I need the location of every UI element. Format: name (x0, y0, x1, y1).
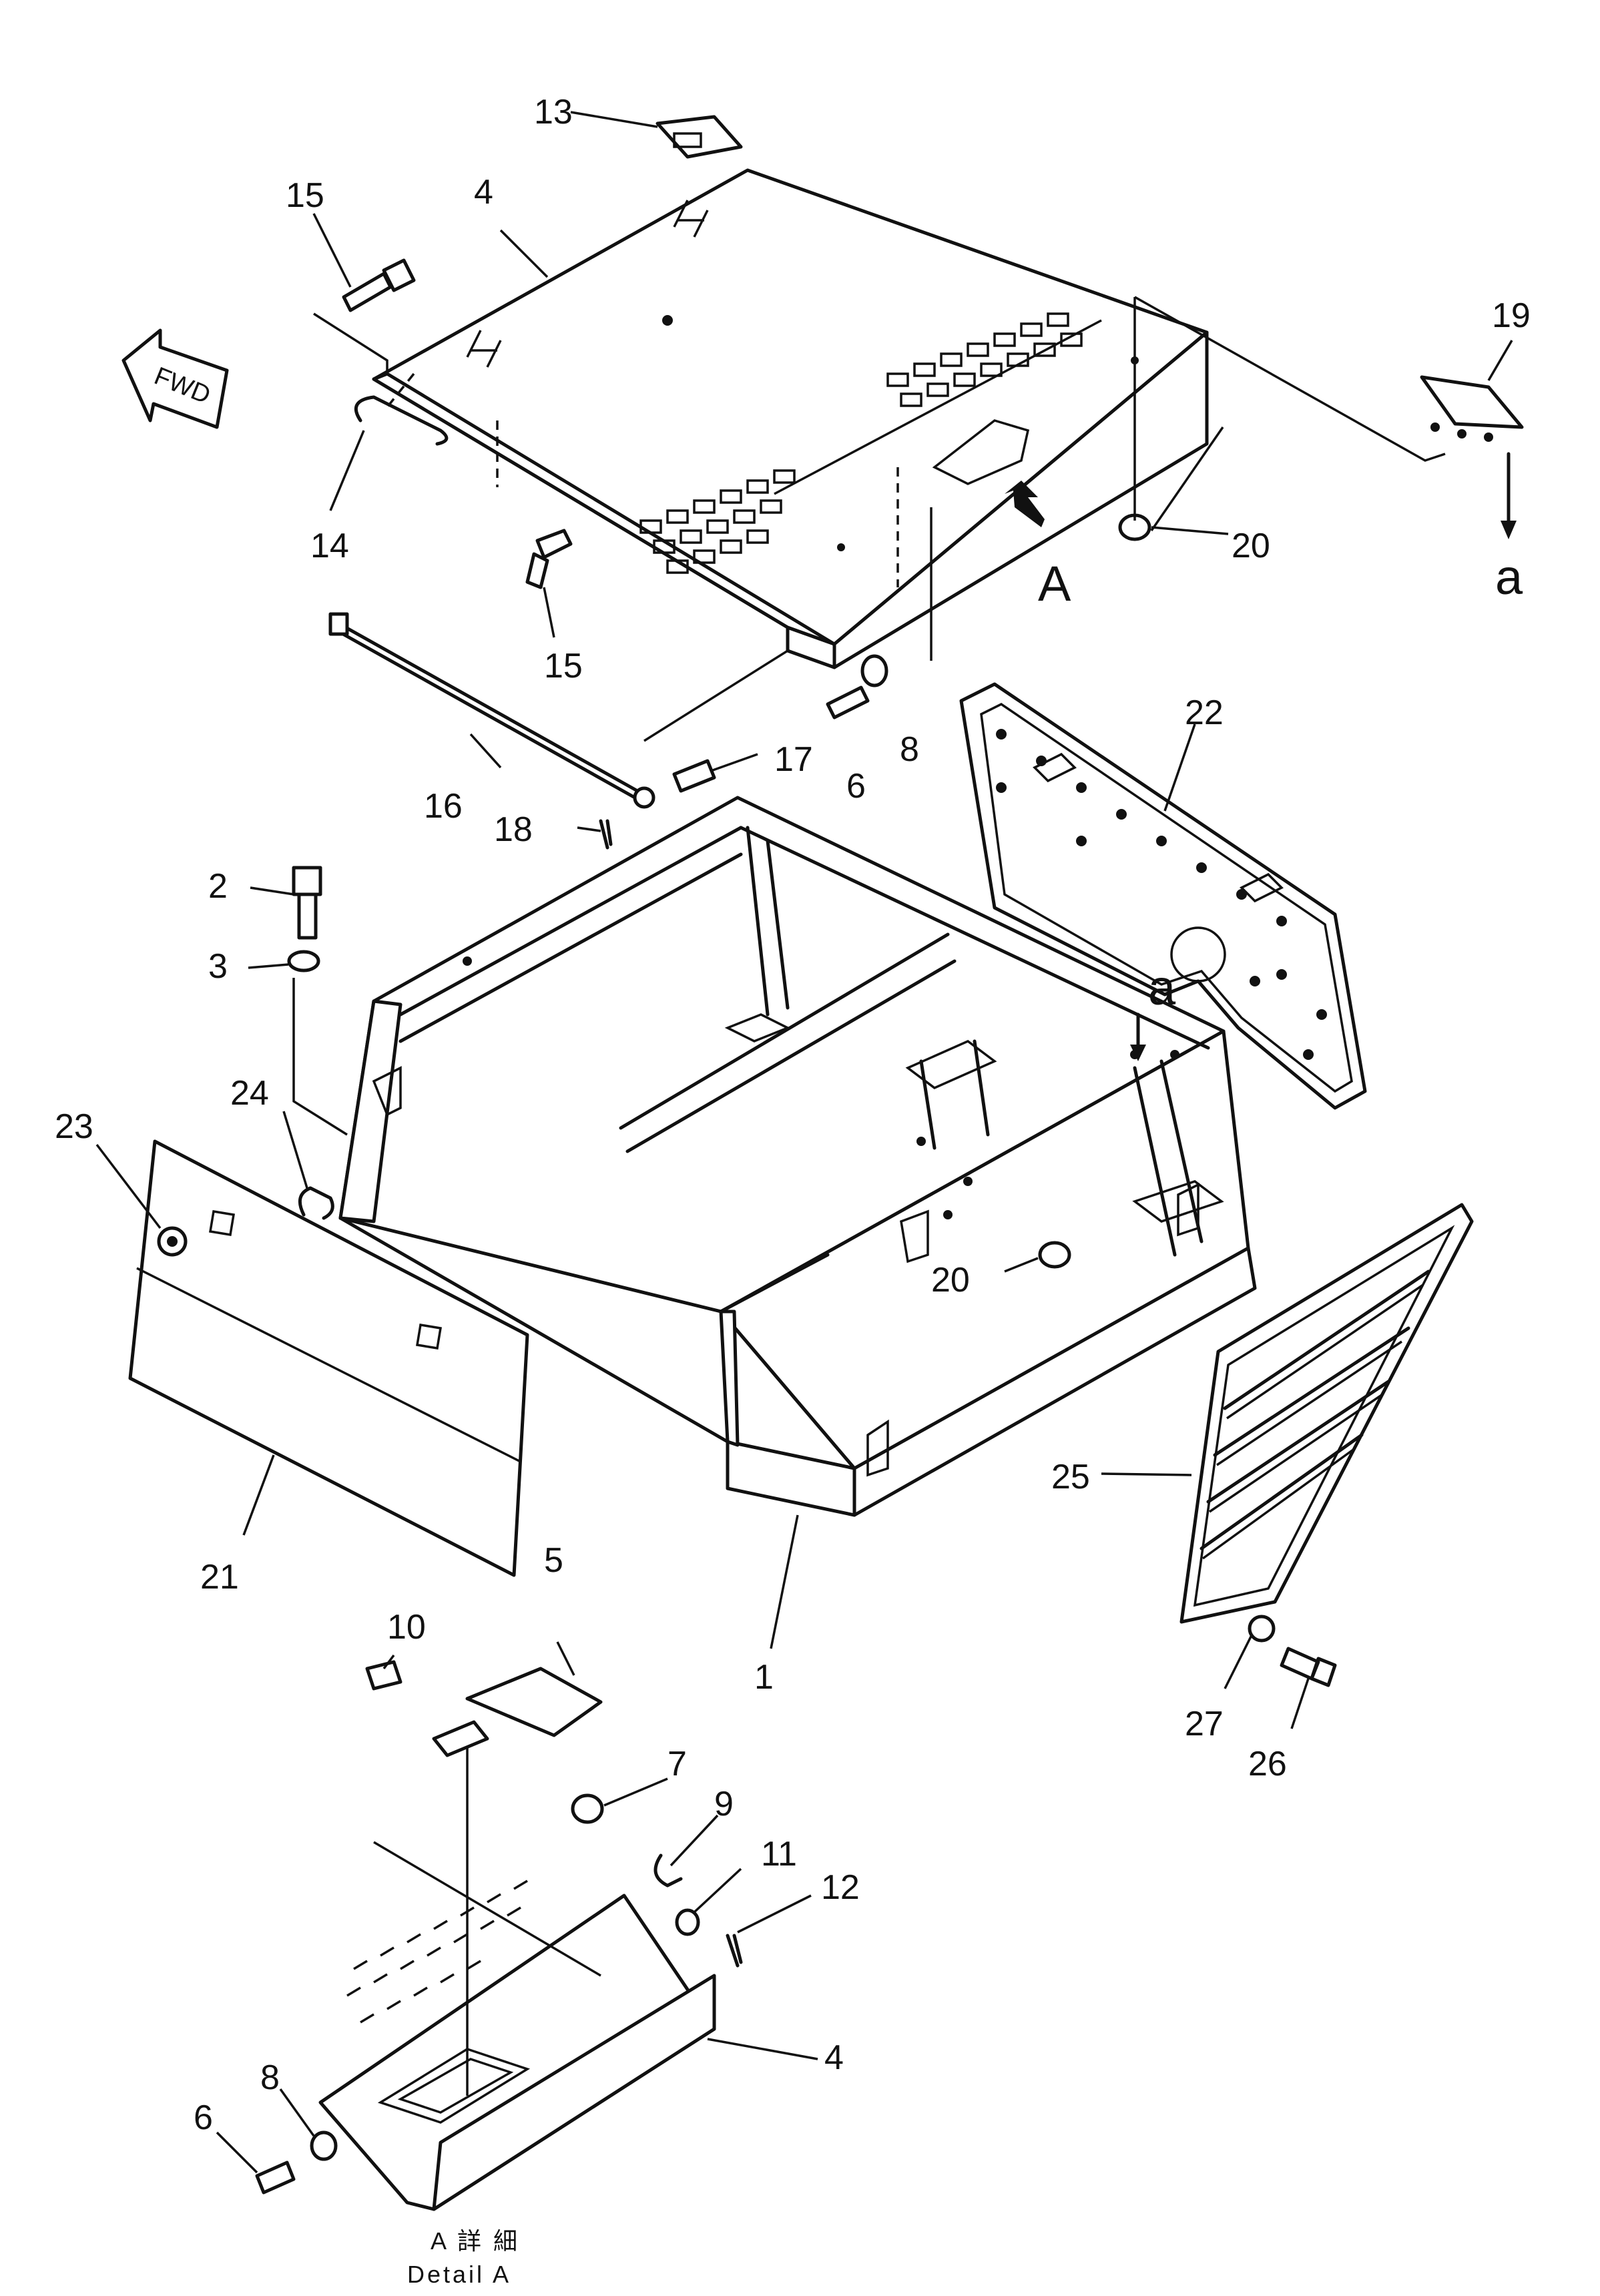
label-6-detail: 6 (194, 2098, 213, 2137)
side-door-21 (128, 1139, 529, 1577)
ref-a-top: a (1495, 549, 1523, 605)
nut-20-lower (1038, 1241, 1071, 1269)
handle-14 (354, 395, 449, 446)
side-grille-25 (1179, 1203, 1474, 1624)
bracket-19 (1420, 375, 1524, 483)
label-1: 1 (754, 1658, 774, 1697)
label-16: 16 (424, 787, 463, 826)
bolt-15-upper (342, 258, 416, 312)
label-22: 22 (1185, 693, 1224, 732)
label-27: 27 (1185, 1705, 1224, 1743)
detail-a-caption: A 詳 細 Detail A (407, 2227, 520, 2288)
washer-3 (287, 950, 320, 972)
label-20-upper: 20 (1232, 527, 1270, 565)
label-19: 19 (1492, 296, 1531, 335)
leader-lines (95, 111, 1517, 2174)
label-8-detail: 8 (260, 2058, 280, 2097)
label-23: 23 (55, 1107, 93, 1146)
caption-english: Detail A (407, 2261, 511, 2288)
bolt-2 (292, 866, 322, 940)
label-9: 9 (714, 1785, 734, 1823)
label-4-detail: 4 (824, 2038, 844, 2077)
label-3: 3 (208, 947, 228, 986)
washer-27 (1248, 1615, 1276, 1643)
label-7: 7 (668, 1745, 687, 1783)
label-24: 24 (230, 1074, 269, 1113)
label-20-lower: 20 (931, 1261, 970, 1300)
top-cover-4 (372, 168, 1209, 669)
view-marker-a: A (1038, 556, 1071, 611)
label-13: 13 (534, 93, 573, 131)
top-cover-louvers (639, 312, 1083, 574)
label-26: 26 (1248, 1745, 1287, 1783)
label-25: 25 (1051, 1458, 1090, 1496)
label-11: 11 (761, 1835, 797, 1874)
ref-a-frame: a (1148, 960, 1176, 1015)
label-10: 10 (387, 1608, 426, 1647)
caption-japanese: A 詳 細 (431, 2227, 520, 2255)
pin-17 (672, 759, 716, 793)
detail-a-view (255, 1660, 743, 2211)
label-12: 12 (821, 1868, 860, 1907)
screw-6 (826, 685, 870, 720)
label-5: 5 (544, 1541, 563, 1580)
label-6-upper: 6 (846, 767, 866, 806)
fwd-arrow-icon: FWD (121, 328, 229, 429)
label-4: 4 (474, 173, 493, 212)
label-17: 17 (774, 740, 813, 779)
rear-panel-22 (959, 682, 1367, 1110)
clip-24 (298, 1186, 334, 1220)
bolt-15-lower (525, 529, 573, 589)
part-labels: 13 4 15 19 14 15 20 A a 17 6 8 22 16 18 … (55, 93, 1531, 2137)
label-2: 2 (208, 867, 228, 906)
latch-13 (655, 115, 743, 159)
support-rod-16 (328, 612, 655, 809)
label-15-lower: 15 (544, 647, 583, 685)
label-21: 21 (200, 1558, 239, 1597)
washer-8 (860, 654, 888, 687)
label-14: 14 (310, 527, 349, 565)
cotter-18 (599, 819, 613, 850)
base-frame-1 (338, 796, 1257, 1517)
label-15-upper: 15 (286, 176, 324, 215)
bolt-26 (1280, 1647, 1337, 1687)
label-18: 18 (494, 810, 533, 849)
label-8-upper: 8 (900, 730, 919, 769)
